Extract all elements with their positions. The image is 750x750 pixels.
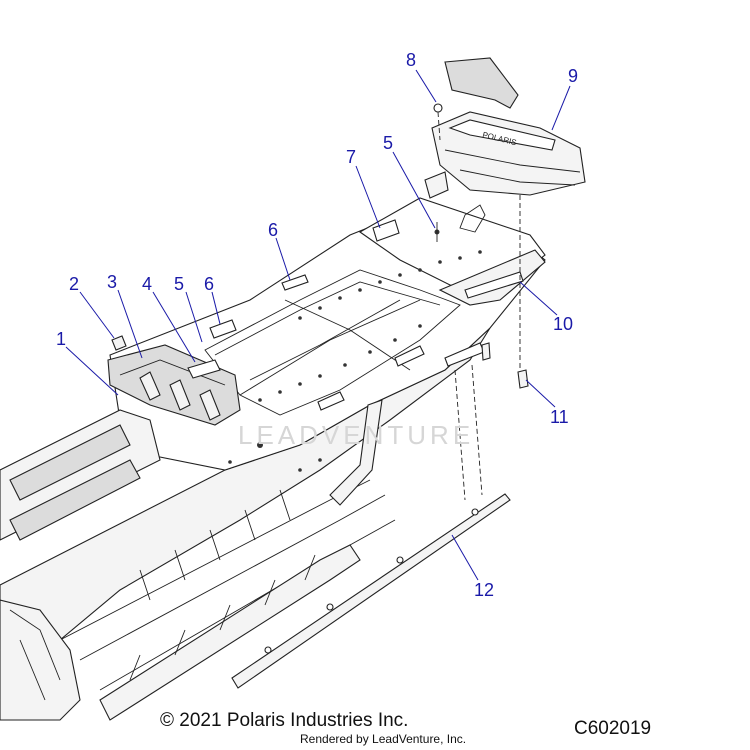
chassis-tunnel [0, 197, 546, 721]
callout-9: 9 [568, 66, 578, 86]
latch-assembly [424, 171, 486, 242]
callout-10: 10 [553, 314, 573, 334]
slide-rail [231, 493, 511, 689]
install-guide-lines [437, 111, 521, 501]
diagram-code: C602019 [574, 718, 652, 739]
callout-5-front: 5 [174, 274, 184, 294]
callout-3: 3 [107, 272, 117, 292]
rendered-by-text: Rendered by LeadVenture, Inc. [300, 732, 467, 746]
callout-11: 11 [550, 407, 569, 427]
callout-4: 4 [142, 274, 152, 294]
front-bumper-bracket [107, 319, 241, 426]
callout-8: 8 [406, 50, 416, 70]
callout-1: 1 [56, 329, 66, 349]
rear-storage-cover: POLARIS [431, 57, 586, 196]
bolt-item-11 [517, 369, 529, 389]
watermark-text: LEADVENTURE [238, 420, 474, 450]
callout-2: 2 [69, 274, 79, 294]
leader-lines [65, 69, 571, 581]
callout-numbers: 1 2 3 4 5 6 6 7 5 8 9 10 11 12 [56, 50, 578, 600]
callout-6-front: 6 [204, 274, 214, 294]
copyright-text: © 2021 Polaris Industries Inc. [160, 710, 409, 731]
callout-7: 7 [346, 147, 356, 167]
callout-12: 12 [474, 580, 494, 600]
callout-6-deck: 6 [268, 220, 278, 240]
rivet-holes [228, 250, 482, 472]
callout-5-rear: 5 [383, 133, 393, 153]
bolt-item-10-left [481, 342, 491, 361]
